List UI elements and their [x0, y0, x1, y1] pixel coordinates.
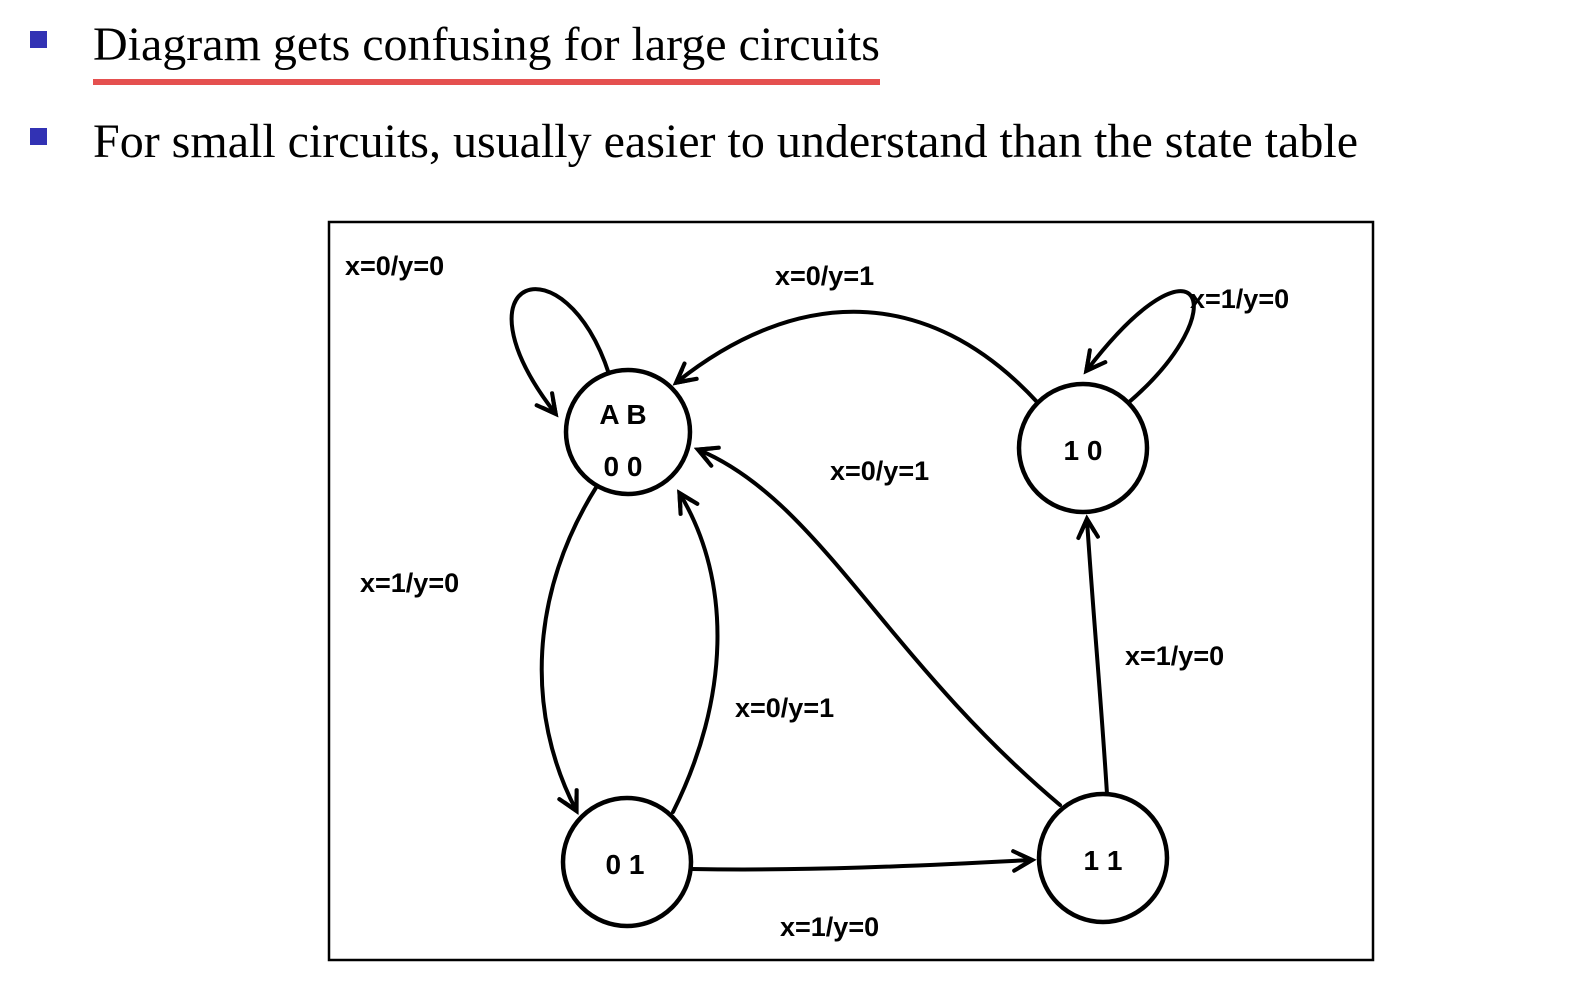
- edge-00-to-01: [539, 484, 599, 810]
- edge-11-to-00: [699, 450, 1062, 807]
- state-10-circle: [1016, 381, 1150, 515]
- edge-01-to-11: [690, 860, 1031, 869]
- state-01-circle: [560, 795, 694, 929]
- state-11-circle: [1036, 791, 1170, 925]
- state-00-label-line1: A B: [599, 399, 646, 430]
- edge-11-to-10-label: x=1/y=0: [1125, 641, 1224, 671]
- state-diagram: A B 0 0 1 0 0 1 1 1 x=0/y=0 x=0/y=1 x=1/…: [327, 220, 1375, 962]
- bullet-text-1: Diagram gets confusing for large circuit…: [93, 14, 880, 85]
- diagram-border: [327, 220, 1375, 962]
- edge-00-self: [509, 287, 611, 413]
- edge-00-to-01-label: x=1/y=0: [360, 568, 459, 598]
- edge-10-self-label: x=1/y=0: [1190, 284, 1289, 314]
- edge-00-self-label: x=0/y=0: [345, 251, 444, 281]
- state-diagram-canvas: A B 0 0 1 0 0 1 1 1 x=0/y=0 x=0/y=1 x=1/…: [327, 220, 1375, 962]
- edge-01-to-11-label: x=1/y=0: [780, 912, 879, 942]
- edge-11-to-00-label: x=0/y=1: [830, 456, 929, 486]
- edge-01-to-00-label: x=0/y=1: [735, 693, 834, 723]
- state-01-label: 0 1: [606, 849, 645, 880]
- edge-01-to-00: [671, 494, 720, 814]
- state-11-label: 1 1: [1084, 845, 1123, 876]
- state-00-label-line2: 0 0: [604, 451, 643, 482]
- edge-10-self: [1087, 289, 1196, 405]
- edge-10-to-00-label: x=0/y=1: [775, 261, 874, 291]
- bullet-list: Diagram gets confusing for large circuit…: [0, 0, 1586, 173]
- state-00-circle: [563, 367, 693, 497]
- state-10-label: 1 0: [1064, 435, 1103, 466]
- bullet-item-1: Diagram gets confusing for large circuit…: [30, 14, 1586, 85]
- bullet-square-icon: [30, 128, 47, 145]
- bullet-text-2: For small circuits, usually easier to un…: [93, 115, 1358, 168]
- edge-10-to-00: [677, 309, 1040, 405]
- bullet-item-2: For small circuits, usually easier to un…: [30, 111, 1586, 173]
- bullet-square-icon: [30, 31, 47, 48]
- edge-11-to-10: [1087, 520, 1109, 796]
